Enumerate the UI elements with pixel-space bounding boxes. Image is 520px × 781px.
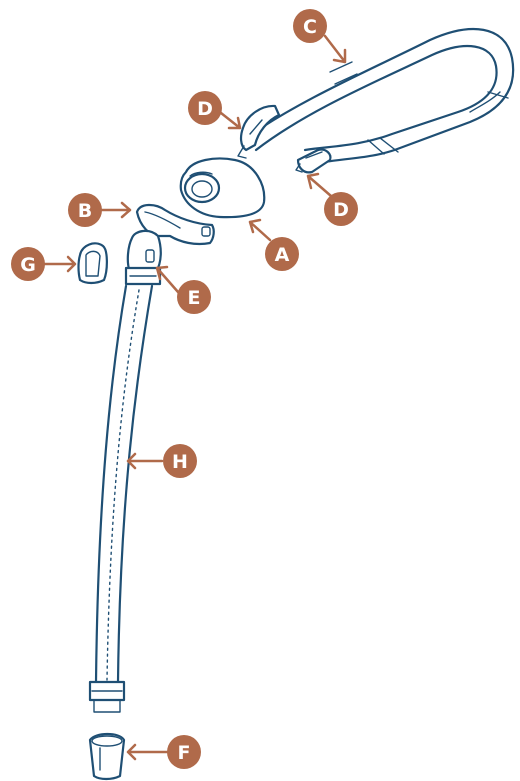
svg-text:D: D: [333, 199, 349, 221]
svg-text:C: C: [303, 16, 317, 38]
callout-G: G: [11, 247, 45, 281]
callout-F: F: [167, 735, 201, 769]
svg-text:A: A: [275, 244, 290, 266]
swivel-part: [88, 732, 126, 781]
callout-A: A: [265, 237, 299, 271]
svg-text:H: H: [172, 451, 188, 473]
svg-text:F: F: [178, 742, 191, 764]
callout-H: H: [163, 444, 197, 478]
cap-part: [77, 242, 108, 285]
svg-text:G: G: [20, 254, 36, 276]
elbow-connector: [124, 229, 162, 286]
callout-arrows: [42, 34, 347, 761]
callout-D-left: D: [188, 91, 222, 125]
callout-B: B: [68, 193, 102, 227]
headgear-clip-right: [295, 148, 332, 174]
svg-text:D: D: [197, 98, 213, 120]
nasal-cushion: [179, 157, 266, 219]
headgear-strap: [244, 28, 515, 167]
svg-text:B: B: [78, 200, 92, 222]
callout-D-right: D: [324, 192, 358, 226]
callout-E: E: [177, 280, 211, 314]
air-tube: [88, 284, 154, 713]
svg-text:E: E: [188, 287, 201, 309]
callout-C: C: [293, 9, 327, 43]
headgear-clip-left: [237, 104, 281, 159]
